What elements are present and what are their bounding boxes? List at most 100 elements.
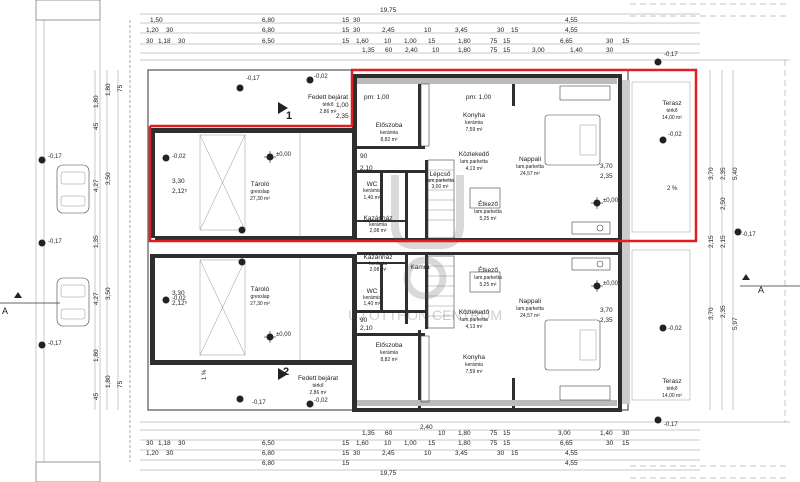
level-front-upper-2: -0,02 xyxy=(314,74,328,80)
label-h210: 2,10 xyxy=(360,165,373,172)
dim-bot-r3-8: 3,45 xyxy=(455,450,468,457)
room-wc-lower-name: WC xyxy=(367,288,378,295)
dim-bot-r3-6: 2,45 xyxy=(382,450,395,457)
dim-top-r4-5: 1,80 xyxy=(458,47,471,54)
level-front-lower-2: -0,02 xyxy=(314,398,328,404)
level-garage-lower: ±0,00 xyxy=(276,332,292,338)
dim-top-r3-7: 10 xyxy=(384,38,392,45)
room-kitchen-lower-name: Konyha xyxy=(463,354,485,361)
dim-top-r3-8: 1,00 xyxy=(404,38,417,45)
room-garage-lower-name: Tároló xyxy=(251,286,270,293)
dim-bot-r2-4: 6,50 xyxy=(262,440,275,447)
dim-bot-r1-10: 30 xyxy=(622,430,630,437)
level-marker-icon xyxy=(236,395,244,403)
dim-top-2: 6,80 xyxy=(262,17,275,24)
room-living-lower-area: 24,57 m² xyxy=(520,313,540,319)
dim-left-9: 3,50 xyxy=(105,287,112,300)
dim-bot-r1-3: 2,40 xyxy=(420,424,433,431)
room-entrance-upper-area: 2,86 m² xyxy=(320,109,337,115)
room-terrace-upper-name: Terasz xyxy=(662,100,681,107)
room-dining-upper-area: 5,25 m² xyxy=(480,216,497,222)
dim-bot-r3-11: 4,55 xyxy=(565,450,578,457)
dim-bot-r2-13: 6,65 xyxy=(560,440,573,447)
room-garage-upper-name: Tároló xyxy=(251,181,270,188)
room-dining-upper-name: Étkező xyxy=(478,199,498,208)
dim-top-r2-9: 30 xyxy=(497,27,505,34)
misc-labels: pm: 1,00 pm: 1,00 2,35 1,00 90 2,10 3,30… xyxy=(172,94,613,332)
dim-top-r2-4: 15 xyxy=(342,27,350,34)
dim-bot-r4-1: 6,80 xyxy=(262,460,275,467)
label-h235b: 2,35 xyxy=(600,173,613,180)
dim-top-r3-4: 6,50 xyxy=(262,38,275,45)
level-marker-icon xyxy=(38,156,46,164)
dim-right-9: 5,97 xyxy=(732,317,739,330)
dim-right-2: 2,35 xyxy=(720,167,727,180)
dim-bot-r2-6: 1,60 xyxy=(356,440,369,447)
level-marker-icon xyxy=(238,226,246,234)
dim-bot-r1-6: 75 xyxy=(490,430,498,437)
room-boiler-lower-name: Kazánház xyxy=(364,254,393,261)
kitchen-furniture xyxy=(420,83,611,403)
dim-top-r2-8: 3,45 xyxy=(455,27,468,34)
dim-bot-r2-10: 1,80 xyxy=(458,440,471,447)
room-entrance-upper-name: Fedett bejárat xyxy=(308,94,348,101)
label-h370-lower: 3,70 xyxy=(600,307,613,314)
level-marker-icon xyxy=(654,58,662,66)
level-marker-icon xyxy=(162,296,170,304)
level-marker-icon xyxy=(236,84,244,92)
section-letter-left: A xyxy=(2,306,8,316)
level-marker-icon xyxy=(264,331,276,343)
dim-top-3: 15 xyxy=(342,17,350,24)
dim-top-r4-3: 2,40 xyxy=(405,47,418,54)
dim-bot-r1-1: 1,35 xyxy=(362,430,375,437)
room-living-upper-area: 24,57 m² xyxy=(520,171,540,177)
room-corridor-lower-area: 4,13 m² xyxy=(466,324,483,330)
level-garden-lower: -0,17 xyxy=(664,422,678,428)
room-hall-lower-area: 8,82 m² xyxy=(381,357,398,363)
label-pm-2: pm: 1,00 xyxy=(466,94,492,101)
room-terrace-lower-area: 14,00 m² xyxy=(662,393,682,399)
room-dining-upper-sub: lam.parketta xyxy=(474,209,502,215)
dim-bot-r1-2: 60 xyxy=(385,430,393,437)
dim-top-r2-11: 4,55 xyxy=(565,27,578,34)
label-h90: 90 xyxy=(360,153,368,160)
room-terrace-upper-area: 14,00 m² xyxy=(662,115,682,121)
dim-bot-r3-9: 30 xyxy=(497,450,505,457)
label-h235b-lower: 2,35 xyxy=(600,317,613,324)
level-markers: ±0,00 ±0,00 ±0,00 ±0,00 -0,17 -0,17 -0,0… xyxy=(38,52,756,428)
label-h210-lower: 2,10 xyxy=(360,325,373,332)
room-stair-upper-sub: lam.parketta xyxy=(426,178,454,184)
car-upper xyxy=(56,164,90,214)
room-garage-upper-area: 27,30 m² xyxy=(250,196,270,202)
room-corridor-upper-sub: lam.parketta xyxy=(460,159,488,165)
dim-bot-r1-9: 1,40 xyxy=(600,430,613,437)
dim-left-1: 1,80 xyxy=(93,95,100,108)
rooms-lower: Fedett bejárat térkő 2,86 m² Tároló gres… xyxy=(250,254,682,399)
level-marker-icon xyxy=(38,239,46,247)
room-entrance-lower-sub: térkő xyxy=(312,383,323,389)
dim-bot-r3-7: 10 xyxy=(424,450,432,457)
dim-top-r2-5: 30 xyxy=(353,27,361,34)
entrance-number-1: 1 xyxy=(286,110,292,122)
dim-top-1: 1,50 xyxy=(150,17,163,24)
room-hall-upper-sub: kerámia xyxy=(380,130,398,136)
level-living-upper: ±0,00 xyxy=(603,198,619,204)
dim-top-r2-7: 10 xyxy=(424,27,432,34)
room-living-lower-name: Nappali xyxy=(519,298,541,305)
dim-bot-r2-1: 30 xyxy=(146,440,154,447)
entrance-arrows: 1 2 xyxy=(278,102,292,380)
room-kitchen-lower-sub: kerámia xyxy=(465,362,483,368)
dim-top-4: 30 xyxy=(353,17,361,24)
dim-top-r4-1: 1,35 xyxy=(362,47,375,54)
level-front-upper-1: -0,17 xyxy=(246,76,260,82)
dim-left-6: 3,50 xyxy=(105,172,112,185)
level-street-upper: -0,17 xyxy=(48,154,62,160)
building-walls xyxy=(147,69,629,412)
dim-top-r3-5: 15 xyxy=(342,38,350,45)
dim-top-r2-2: 30 xyxy=(166,27,174,34)
dim-bot-r2-9: 15 xyxy=(428,440,436,447)
dim-right-6: 2,35 xyxy=(720,305,727,318)
dim-top-r4-8: 3,00 xyxy=(532,47,545,54)
drive-slope: 1 % xyxy=(202,369,208,380)
dim-left-8: 4,27 xyxy=(93,292,100,305)
